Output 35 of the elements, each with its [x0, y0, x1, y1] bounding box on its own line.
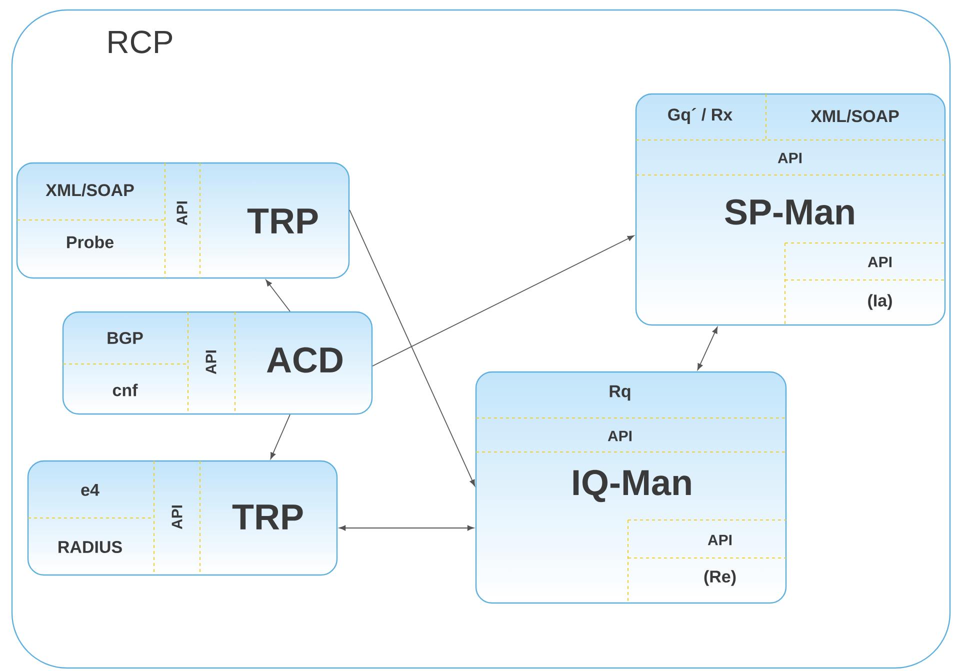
component-title: SP-Man	[725, 199, 854, 225]
interface-label: BGP	[108, 332, 143, 344]
interface-label: cnf	[112, 384, 138, 396]
component-title: TRP	[247, 208, 318, 234]
interface-label: RADIUS	[58, 540, 122, 554]
api-label: API	[176, 202, 188, 226]
api-label: API	[608, 430, 632, 442]
arrow	[349, 210, 476, 486]
component-title: IQ-Man	[573, 470, 691, 502]
arrow	[270, 414, 290, 460]
interface-label: e4	[81, 484, 100, 496]
arrow	[372, 235, 634, 366]
arrow	[266, 280, 290, 312]
component-title: ACD	[266, 347, 342, 373]
interface-label: Gq´ / Rx	[668, 108, 732, 124]
container-title: RCP	[108, 30, 172, 54]
arrow	[697, 326, 718, 370]
component-box	[475, 371, 787, 604]
component-box	[635, 93, 946, 326]
component-box	[16, 162, 350, 279]
component-box	[27, 460, 338, 576]
api-label: API	[868, 256, 892, 268]
arrow	[339, 525, 474, 531]
interface-label: Rq	[610, 385, 630, 401]
interface-label: XML/SOAP	[46, 184, 134, 196]
interface-label: XML/SOAP	[810, 110, 899, 122]
api-label: API	[172, 506, 182, 530]
component-box	[62, 311, 373, 415]
api-label: API	[778, 152, 802, 164]
api-label: API	[708, 534, 732, 546]
component-title: TRP	[232, 504, 303, 530]
api-label: API	[206, 350, 216, 374]
interface-label: Probe	[67, 236, 114, 248]
interface-label: (Ia)	[868, 294, 892, 310]
interface-label: (Re)	[704, 570, 736, 586]
